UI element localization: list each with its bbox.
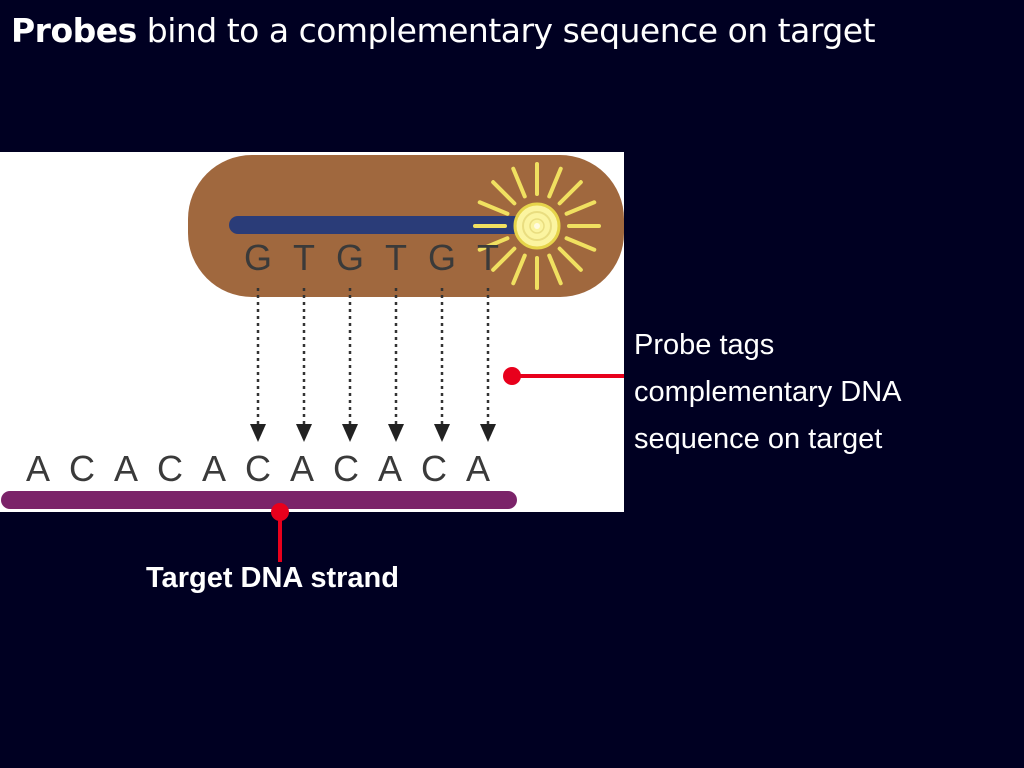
- binding-arrow-head: [250, 424, 266, 442]
- target-base-letter: A: [290, 448, 314, 489]
- target-callout-dot: [271, 503, 289, 521]
- probe-base-letter: T: [385, 237, 407, 278]
- binding-arrow-head: [434, 424, 450, 442]
- binding-arrow-head: [388, 424, 404, 442]
- target-base-letter: A: [26, 448, 50, 489]
- probe-tag-line3: sequence on target: [634, 423, 883, 455]
- probe-tag-callout: Probe tags complementary DNA sequence on…: [634, 322, 1014, 463]
- target-base-letter: C: [157, 448, 183, 489]
- fluorescent-tag-icon: [473, 162, 601, 290]
- title-rest: bind to a complementary sequence on targ…: [136, 11, 876, 50]
- target-base-letter: C: [245, 448, 271, 489]
- tag-light-ray: [557, 246, 583, 272]
- tag-light-ray: [491, 246, 517, 272]
- tag-light-ray: [547, 253, 563, 286]
- probe-base-letter: T: [293, 237, 315, 278]
- binding-arrow-head: [296, 424, 312, 442]
- probe-base-letter: G: [428, 237, 456, 278]
- tag-light-ray: [564, 236, 597, 252]
- probe-tag-line2: complementary DNA: [634, 376, 902, 408]
- probe-tag-line1: Probe tags: [634, 329, 775, 361]
- probe-base-letter: G: [244, 237, 272, 278]
- target-base-letter: A: [378, 448, 402, 489]
- target-base-letter: A: [466, 448, 490, 489]
- probe-base-letter: G: [336, 237, 364, 278]
- target-base-letter: A: [114, 448, 138, 489]
- tag-light-ray: [491, 180, 517, 206]
- probe-base-letter: T: [477, 237, 499, 278]
- binding-arrow-head: [480, 424, 496, 442]
- binding-arrows: [250, 288, 496, 442]
- target-base-letter: C: [333, 448, 359, 489]
- tag-light-ray: [557, 180, 583, 206]
- tag-light-ray: [511, 166, 527, 199]
- slide-title: Probes bind to a complementary sequence …: [11, 9, 876, 53]
- tag-light-ray: [477, 236, 510, 252]
- tag-light-ray: [547, 166, 563, 199]
- binding-arrow-head: [342, 424, 358, 442]
- title-bold-word: Probes: [11, 11, 137, 50]
- target-strand-label: Target DNA strand: [146, 562, 399, 594]
- target-base-letter: C: [421, 448, 447, 489]
- tag-light-ray: [477, 200, 510, 216]
- tag-light-ray: [564, 200, 597, 216]
- probe-callout-dot: [503, 367, 521, 385]
- tag-light-ray: [511, 253, 527, 286]
- target-base-letter: C: [69, 448, 95, 489]
- target-base-letter: A: [202, 448, 226, 489]
